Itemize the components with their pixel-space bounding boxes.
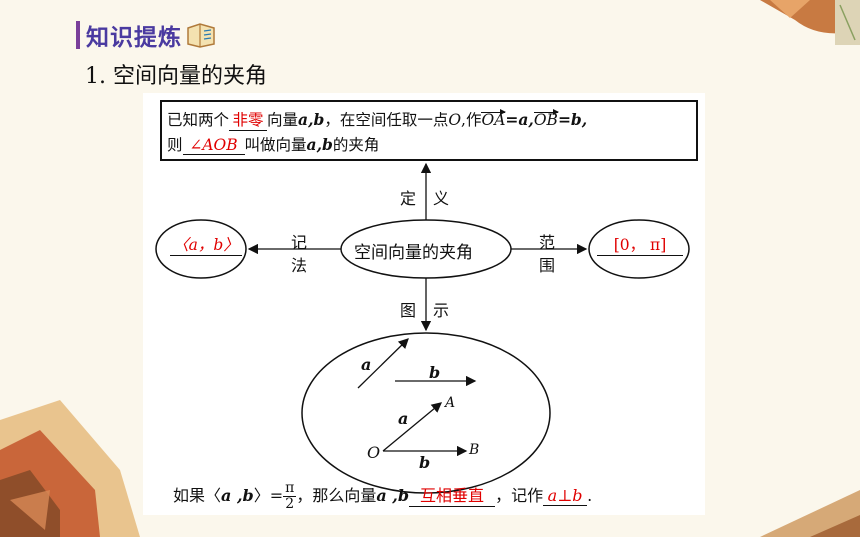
header-accent-bar xyxy=(76,21,80,49)
figure-point-o: O xyxy=(367,443,381,462)
range-answer: [0， π] xyxy=(597,233,683,256)
corner-decoration-bottom-left xyxy=(0,400,140,537)
knowledge-header: 知识提炼 xyxy=(76,18,216,52)
range-label-char-1: 范 xyxy=(539,233,556,252)
definition-label-char-1: 定 xyxy=(400,189,417,208)
figure-point-a: A xyxy=(445,395,456,411)
blank-angle-aob: ∠AOB xyxy=(182,136,245,155)
figure-label-b-free: b xyxy=(429,363,441,382)
definition-line-1: 已知两个非零向量a,b，在空间任取一点O,作OA=a,OB=b, xyxy=(167,108,588,131)
book-icon xyxy=(187,23,215,48)
vector-oa: OA xyxy=(481,109,507,129)
notation-ellipse xyxy=(155,219,247,279)
definition-label-char-2: 义 xyxy=(433,189,450,208)
notation-answer: 〈a，b〉 xyxy=(170,233,242,256)
range-ellipse xyxy=(588,219,690,279)
blank-perpendicular: 互相垂直 xyxy=(409,482,496,507)
figure-label-a-oa: a xyxy=(398,409,409,428)
figure-label-a-free: a xyxy=(361,355,372,374)
figure-vector-a-free xyxy=(357,338,409,389)
vector-ob: OB xyxy=(533,109,560,129)
blank-nonzero: 非零 xyxy=(229,108,268,131)
header-title: 知识提炼 xyxy=(86,25,182,51)
figure-label-char-1: 图 xyxy=(400,301,417,320)
corner-decoration-top-right xyxy=(700,0,860,95)
concept-diagram xyxy=(155,162,690,494)
notation-label-char-1: 记 xyxy=(291,233,308,252)
section-title: 1. 空间向量的夹角 xyxy=(85,64,267,89)
corner-decoration-bottom-right xyxy=(760,490,860,537)
figure-vector-oa xyxy=(382,402,443,452)
figure-ellipse xyxy=(301,332,551,494)
figure-point-b: B xyxy=(469,442,480,458)
notation-label-char-2: 法 xyxy=(291,256,308,275)
blank-notation-perp: a⊥b xyxy=(543,486,588,506)
figure-label-b-ob: b xyxy=(419,453,431,472)
range-label-char-2: 围 xyxy=(539,256,556,275)
center-node-label: 空间向量的夹角 xyxy=(354,243,473,263)
figure-label-char-2: 示 xyxy=(433,301,450,320)
